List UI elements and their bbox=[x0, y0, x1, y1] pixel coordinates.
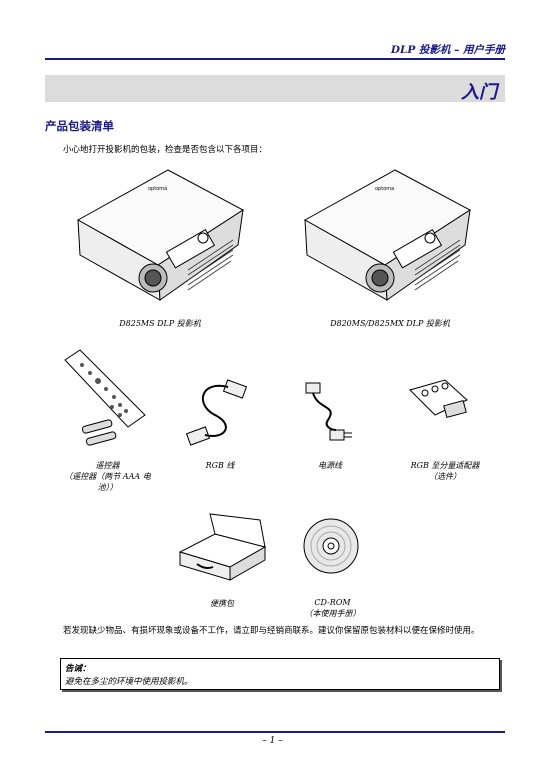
chapter-bar: 入门 bbox=[45, 75, 505, 103]
projector-b-image: optoma bbox=[303, 169, 471, 301]
rgb-adapter-caption-line1: RGB 至分量适配器 bbox=[410, 461, 480, 470]
rgb-adapter-caption-line2: （选件） bbox=[429, 472, 461, 481]
notice-text: 若发现缺少物品、有损坏现象或设备不工作，请立即与经销商联系。建议你保留原包装材料… bbox=[63, 626, 480, 636]
cdrom-caption-line1: CD-ROM bbox=[314, 598, 351, 607]
rgb-adapter-caption: RGB 至分量适配器 （选件） bbox=[395, 460, 495, 482]
remote-caption-line2: （遥控器（两节 AAA 电 bbox=[64, 472, 151, 481]
carry-case-image bbox=[178, 513, 267, 581]
warning-box: 告诫： 避免在多尘的环境中使用投影机。 bbox=[60, 658, 500, 690]
warning-title: 告诫： bbox=[65, 664, 91, 674]
remote-caption: 遥控器 （遥控器（两节 AAA 电 池）） bbox=[55, 460, 160, 493]
chapter-title: 入门 bbox=[461, 82, 497, 103]
rgb-cable-caption: RGB 线 bbox=[205, 461, 235, 470]
projector-a-image: optoma bbox=[76, 169, 244, 301]
svg-text:optoma: optoma bbox=[148, 186, 167, 192]
remote-caption-line1: 遥控器 bbox=[95, 461, 120, 470]
cdrom-caption-line2: （本使用手册） bbox=[304, 609, 361, 618]
cdrom-image bbox=[303, 518, 359, 574]
footer-rule bbox=[45, 731, 505, 733]
header-rule bbox=[45, 58, 505, 60]
remote-control-image bbox=[64, 349, 146, 446]
power-cord-image bbox=[305, 382, 352, 441]
projector-a-caption: D825MS DLP 投影机 bbox=[119, 319, 201, 328]
rgb-cable-image bbox=[185, 379, 248, 446]
projector-b-caption: D820MS/D825MX DLP 投影机 bbox=[330, 319, 450, 328]
page-number: – 1 – bbox=[262, 736, 283, 746]
warning-text: 避免在多尘的环境中使用投影机。 bbox=[65, 677, 193, 687]
cdrom-caption: CD-ROM （本使用手册） bbox=[290, 597, 375, 619]
remote-caption-line3: 池）） bbox=[97, 483, 118, 492]
power-cord-caption: 电源线 bbox=[318, 461, 342, 470]
svg-text:optoma: optoma bbox=[375, 186, 394, 192]
rgb-adapter-image bbox=[409, 379, 468, 418]
carry-case-caption: 便携包 bbox=[210, 599, 234, 608]
header-title: DLP 投影机 – 用户手册 bbox=[390, 44, 505, 56]
intro-text: 小心地打开投影机的包装，检查是否包含以下各项目： bbox=[63, 145, 268, 155]
section-title: 产品包装清单 bbox=[45, 119, 114, 133]
